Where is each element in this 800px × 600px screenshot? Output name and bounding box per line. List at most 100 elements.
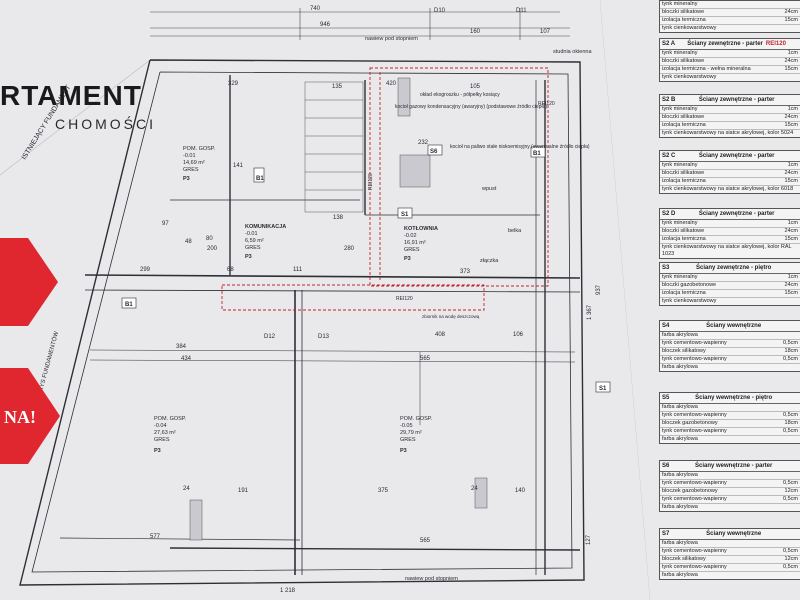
legend-row: tynk cienkowarstwowy (662, 298, 717, 304)
door-d13: D13 (318, 334, 330, 340)
svg-text:-0.02: -0.02 (404, 233, 417, 239)
legend-row: tynk mineralny (660, 1, 800, 9)
svg-text:KOTŁOWNIA: KOTŁOWNIA (404, 226, 438, 232)
svg-text:565: 565 (420, 356, 431, 362)
svg-text:434: 434 (181, 356, 192, 362)
svg-text:232: 232 (418, 140, 429, 146)
svg-text:48: 48 (185, 239, 192, 245)
svg-text:1 218: 1 218 (280, 588, 296, 594)
svg-text:420: 420 (386, 81, 397, 87)
stairs (304, 81, 364, 213)
note-kociol-palenie: kocioł na paliwo stałe niskoemisyjny (ew… (450, 144, 590, 150)
svg-text:P3: P3 (154, 448, 161, 454)
svg-text:KOMUNIKACJA: KOMUNIKACJA (245, 224, 286, 230)
svg-text:P3: P3 (404, 256, 411, 262)
svg-text:384: 384 (176, 344, 187, 350)
svg-text:375: 375 (378, 488, 389, 494)
note-belka: belka (508, 228, 522, 234)
marker-b1-left: B1 (125, 302, 133, 308)
svg-text:P3: P3 (400, 448, 407, 454)
note-wpust: wpust (481, 186, 497, 192)
note-ekogroszek: okład ekogroszku - półpełky kosiący (420, 92, 500, 98)
legend-row: tynk cienkowarstwowy na siatce akrylowej… (662, 130, 794, 136)
svg-text:P3: P3 (183, 176, 190, 182)
svg-text:-0.01: -0.01 (245, 231, 258, 237)
svg-text:-0.05: -0.05 (400, 423, 413, 429)
badge-text: NA! (4, 407, 36, 427)
foundation-outline (19, 59, 585, 586)
marker-rei120-top: REI120 (538, 101, 555, 107)
legend-row: tynk cienkowarstwowy (662, 74, 717, 80)
room-kotlownia: KOTŁOWNIA -0.02 16,91 m² GRES P3 (404, 226, 438, 262)
svg-text:27,63 m²: 27,63 m² (154, 430, 176, 436)
door-d11: D11 (516, 8, 527, 14)
svg-text:GRES: GRES (400, 437, 416, 443)
svg-text:16,91 m²: 16,91 m² (404, 240, 426, 246)
svg-text:14,69 m²: 14,69 m² (183, 160, 205, 166)
svg-text:106: 106 (513, 332, 524, 338)
svg-text:140: 140 (515, 488, 526, 494)
legend-row: tynk cienkowarstwowy na siatce akrylowej… (662, 186, 794, 192)
door-d10: D10 (434, 8, 446, 14)
legend-row: farba akrylowa (662, 364, 698, 370)
interior-dimensions: 329 135 105 420 141 138 299 111 373 232 … (140, 81, 602, 594)
note-studnia: studnia okienna (553, 49, 592, 55)
svg-text:P3: P3 (245, 254, 252, 260)
svg-text:29,79 m²: 29,79 m² (400, 430, 422, 436)
svg-text:24: 24 (471, 486, 478, 492)
note-stopien-bottom: nawiew pod stopniem (405, 576, 458, 582)
svg-text:191: 191 (238, 488, 249, 494)
red-arrow-badge-top (0, 238, 58, 326)
room-komunikacja: KOMUNIKACJA -0.01 6,59 m² GRES P3 (245, 224, 286, 260)
svg-text:1 367: 1 367 (587, 304, 593, 320)
dim-top-4: 107 (540, 29, 551, 35)
svg-text:111: 111 (293, 267, 303, 273)
legend-row: farba akrylowa (660, 540, 800, 548)
svg-text:6,59 m²: 6,59 m² (245, 238, 264, 244)
marker-b1-right: B1 (533, 151, 541, 157)
svg-text:68: 68 (227, 267, 234, 273)
svg-text:GRES: GRES (404, 247, 420, 253)
svg-text:POM. GOSP.: POM. GOSP. (183, 146, 216, 152)
section-markers (121, 144, 611, 393)
top-dimension-lines (150, 8, 570, 40)
svg-text:-0.04: -0.04 (154, 423, 167, 429)
svg-text:937: 937 (596, 284, 602, 295)
room-pom-gosp-5: POM. GOSP. -0.05 29,79 m² GRES P3 (400, 416, 433, 454)
svg-text:329: 329 (228, 81, 239, 87)
red-arrow-badge-bottom: NA! (0, 368, 60, 464)
